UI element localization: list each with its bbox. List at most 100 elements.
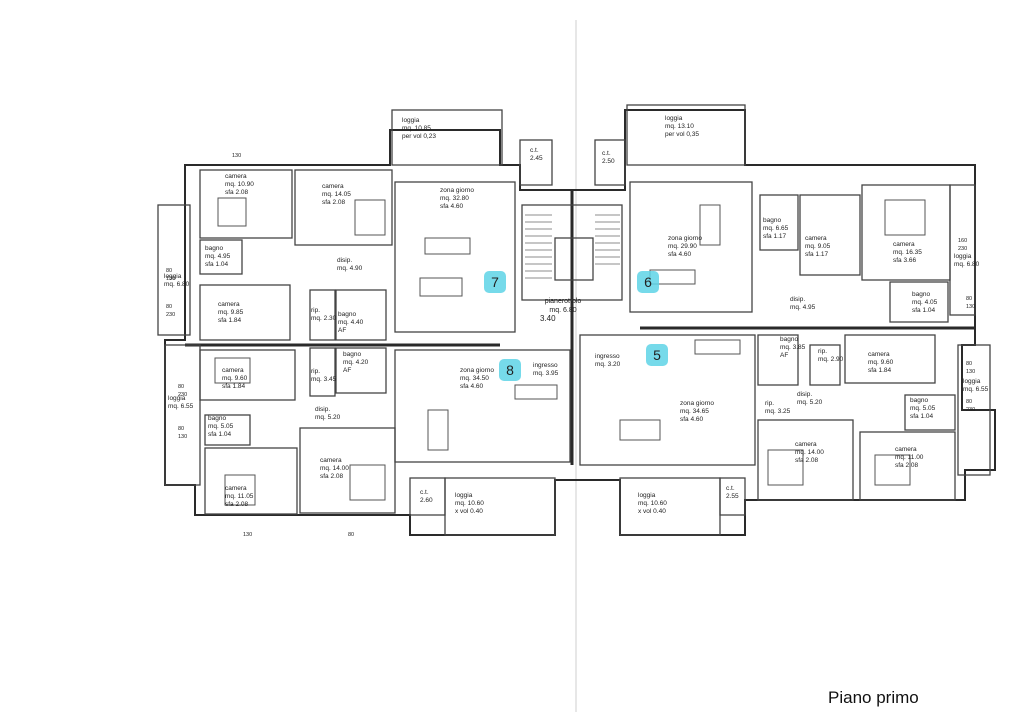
sofa	[694, 339, 741, 355]
room-zona-giorno-8	[394, 349, 571, 463]
room-label-disimpegno-5: disip.mq. 5.20	[797, 391, 823, 406]
unit-number-8: 8	[506, 362, 514, 378]
dining-table	[419, 277, 463, 297]
room-ct-top-left	[519, 139, 553, 186]
dining-table	[619, 419, 661, 441]
room-loggia-left-2	[164, 344, 201, 486]
room-zona-giorno-5	[579, 334, 756, 466]
bed	[354, 199, 386, 236]
dimension-label: 130	[232, 153, 241, 159]
room-bagno-5	[335, 347, 387, 394]
room-bagno-2	[335, 289, 387, 341]
dimension-label: 130	[966, 304, 975, 310]
room-bagno-4	[889, 281, 949, 323]
unit-marker-6: 6	[637, 271, 659, 293]
room-label-rip-1: rip.mq. 2.30	[311, 307, 337, 322]
stair-level: 3.40	[540, 314, 556, 323]
room-loggia-right-2	[957, 344, 991, 476]
room-loggia-right-1	[949, 184, 976, 316]
dimension-label: 230	[166, 312, 175, 318]
bed	[767, 449, 804, 486]
bed	[224, 474, 256, 506]
bed	[214, 357, 251, 384]
room-ct-top-right	[594, 139, 626, 186]
bed	[217, 197, 247, 227]
dining-table	[427, 409, 449, 451]
room-label-rip-3: rip.mq. 2.90	[818, 348, 844, 363]
room-camera-7	[299, 427, 396, 514]
dimension-label: 80	[166, 304, 172, 310]
stair-area: mq. 6.80	[549, 307, 576, 314]
dimension-label: 80	[348, 532, 354, 538]
dimension-label: 160	[958, 238, 967, 244]
dimension-label: 80	[178, 426, 184, 432]
room-loggia-top-left	[391, 109, 503, 166]
room-loggia-top-right	[626, 104, 746, 166]
dimension-label: 80	[966, 399, 972, 405]
room-label-ct-bottom-right: c.t.2.55	[726, 485, 739, 500]
lift-shaft	[554, 237, 594, 281]
dimension-label: 230	[958, 246, 967, 252]
room-loggia-bottom-right	[619, 477, 721, 536]
plan-caption: Piano primo	[828, 688, 919, 707]
room-label-disimpegno-6: disip.mq. 4.95	[790, 296, 816, 311]
unit-number-6: 6	[644, 274, 652, 290]
stair-title: pianerottolo	[545, 298, 582, 305]
dimension-label: 130	[166, 276, 175, 282]
room-rip-1	[309, 289, 336, 341]
room-camera-4	[799, 194, 861, 276]
dining-table	[699, 204, 721, 246]
dimension-label: 80	[166, 268, 172, 274]
room-camera-2	[294, 169, 393, 246]
room-bagno-6	[204, 414, 251, 446]
stair-treads	[525, 214, 620, 279]
room-bagno-7	[757, 334, 799, 386]
room-label-disimpegno-8: disip.mq. 5.20	[315, 406, 341, 421]
stair-core	[521, 204, 623, 301]
sofa	[424, 237, 471, 255]
room-rip-2	[309, 347, 336, 397]
dimension-label: 230	[966, 407, 975, 413]
dimension-label: 130	[243, 532, 252, 538]
room-zona-giorno-7	[394, 181, 516, 333]
room-camera-5	[861, 184, 951, 281]
unit-number-7: 7	[491, 274, 499, 290]
unit-marker-7: 7	[484, 271, 506, 293]
room-camera-1	[199, 169, 293, 239]
unit-marker-5: 5	[646, 344, 668, 366]
room-label-rip-4: rip.mq. 3.25	[765, 400, 791, 415]
room-label-disimpegno-7: disip.mq. 4.90	[337, 257, 363, 272]
room-zona-giorno-6	[629, 181, 753, 313]
dimension-label: 80	[966, 361, 972, 367]
room-loggia-bottom-left	[444, 477, 556, 536]
